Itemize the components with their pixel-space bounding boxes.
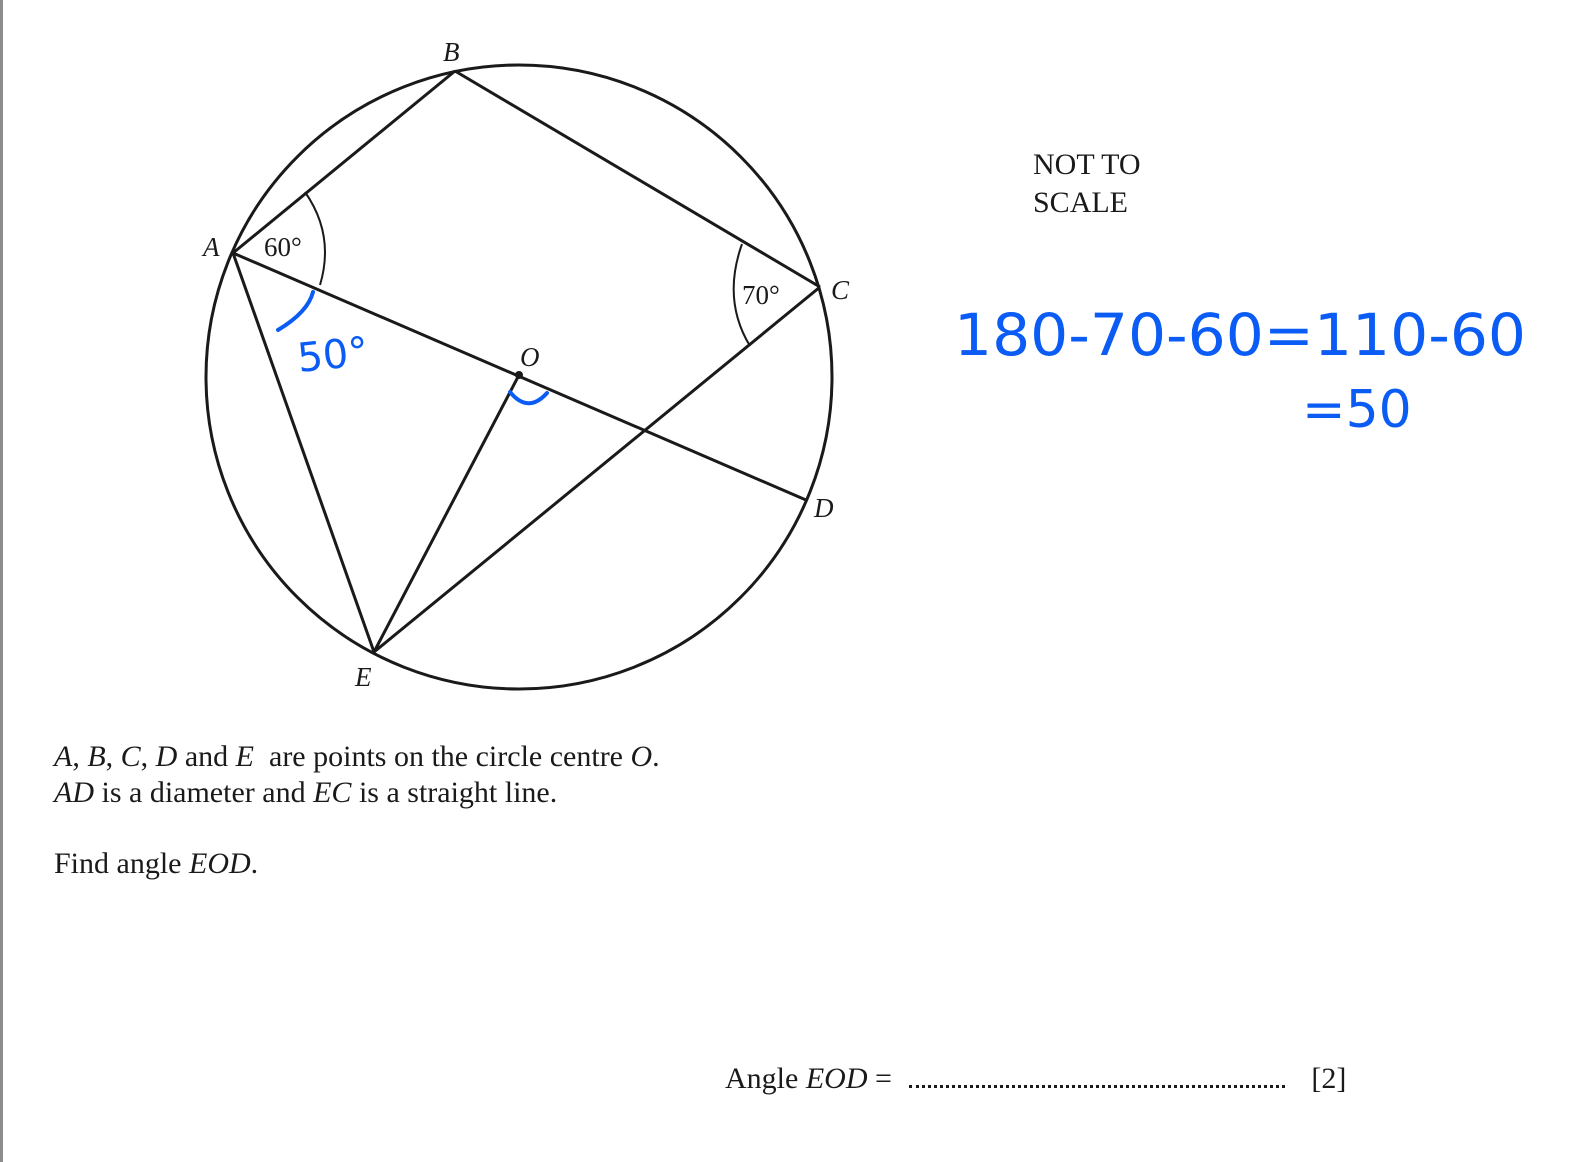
angle-arc-c <box>732 243 751 347</box>
segment-name: AD <box>54 776 94 809</box>
centre-point <box>515 371 523 379</box>
answer-blank[interactable] <box>909 1063 1286 1088</box>
handwritten-angle-value: 50° <box>295 329 370 382</box>
text-segment: , <box>105 740 121 773</box>
handwritten-angle-arc-a <box>276 290 315 332</box>
text-segment: and <box>177 740 236 773</box>
text-segment: , <box>72 740 88 773</box>
label-a: A <box>201 232 220 262</box>
radius-oe <box>372 374 521 653</box>
task-prefix: Find angle <box>54 847 189 880</box>
point-name: C <box>120 740 141 773</box>
line-ec <box>373 285 821 654</box>
circle <box>204 63 834 691</box>
text-segment: are points on the circle centre <box>254 740 631 773</box>
handwritten-working-line-2: =50 <box>1302 380 1412 440</box>
handwritten-angle-arc-o <box>508 390 549 406</box>
angle-name: EOD <box>805 1062 868 1095</box>
point-name: E <box>235 740 254 773</box>
segment-name: EC <box>313 776 352 809</box>
label-e: E <box>354 662 372 692</box>
note-line-2: SCALE <box>1033 186 1129 219</box>
marks-badge: [2] <box>1311 1062 1347 1095</box>
point-name: B <box>87 740 106 773</box>
angle-arc-a <box>304 191 326 286</box>
text-segment: , <box>140 740 156 773</box>
text-segment: is a straight line. <box>351 776 558 809</box>
point-name: D <box>155 740 178 773</box>
angle-name: EOD <box>189 847 251 880</box>
task-suffix: . <box>250 847 259 880</box>
chord-bc <box>454 69 821 289</box>
chord-ab <box>232 69 456 255</box>
given-statement: A, B, C, D and E are points on the circl… <box>54 739 660 811</box>
label-c: C <box>831 275 850 305</box>
not-to-scale-note: NOT TO SCALE <box>1033 146 1141 222</box>
point-name: A <box>54 740 73 773</box>
equals-sign: = <box>867 1062 900 1095</box>
angle-label-a: 60° <box>264 232 302 262</box>
given-line-2: AD is a diameter and EC is a straight li… <box>54 775 660 811</box>
point-name: O <box>630 740 653 773</box>
given-line-1: A, B, C, D and E are points on the circl… <box>54 739 660 775</box>
task-statement: Find angle EOD. <box>54 846 258 882</box>
answer-prefix: Angle <box>725 1062 806 1095</box>
angle-label-c: 70° <box>742 280 780 310</box>
handwritten-working-line-1: 180-70-60=110-60 <box>954 301 1526 369</box>
answer-line: Angle EOD = [2] <box>725 1061 1346 1097</box>
chord-ae <box>231 252 376 653</box>
label-b: B <box>443 37 460 67</box>
text-segment: is a diameter and <box>94 776 314 809</box>
label-o: O <box>520 342 540 372</box>
note-line-1: NOT TO <box>1033 148 1141 181</box>
text-segment: . <box>652 740 660 773</box>
label-d: D <box>813 493 834 523</box>
page-left-border <box>0 0 3 1162</box>
